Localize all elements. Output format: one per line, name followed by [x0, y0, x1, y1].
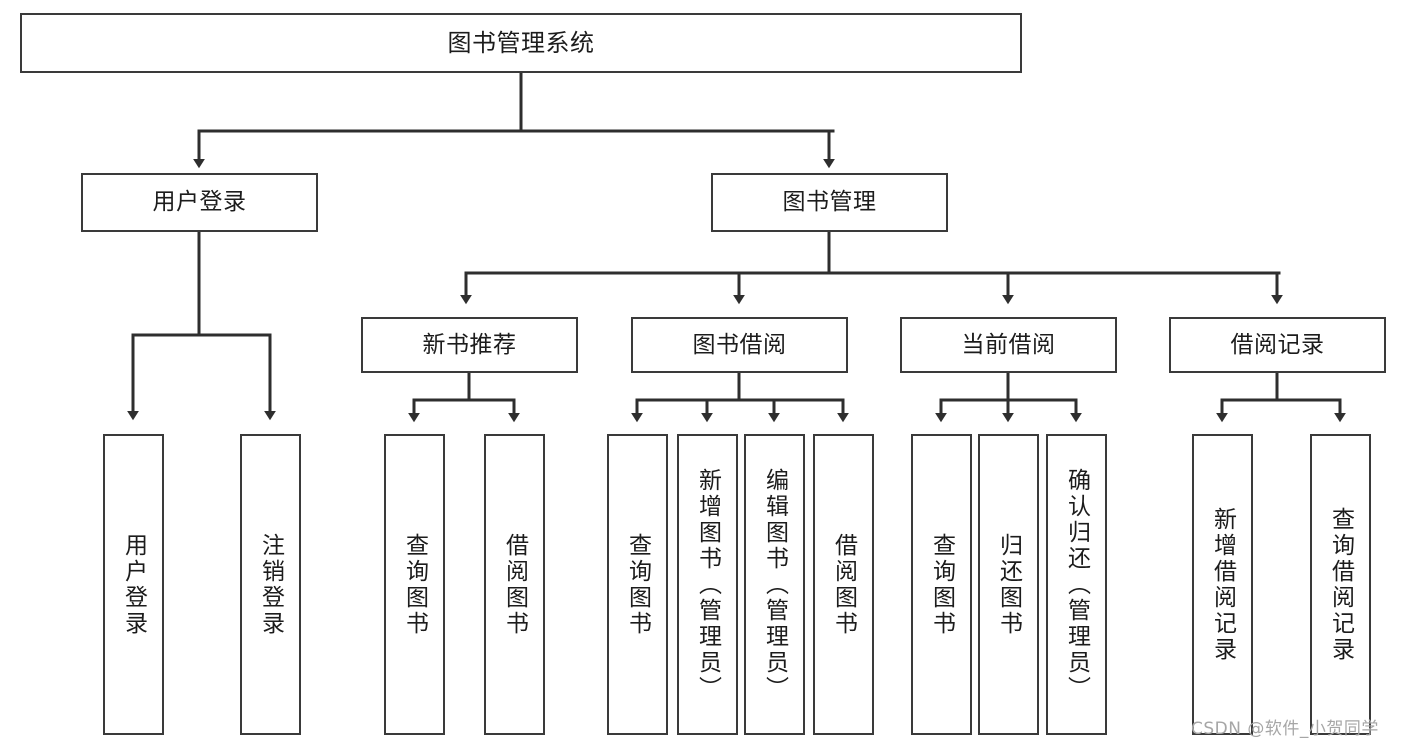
node-label: 查询图书	[928, 532, 955, 637]
node-current-borrow[interactable]: 当前借阅	[900, 317, 1117, 373]
node-user-login[interactable]: 用户登录	[81, 173, 318, 232]
leaf-edit-book-admin[interactable]: 编辑图书（管理员）	[744, 434, 805, 735]
node-book-management[interactable]: 图书管理	[711, 173, 948, 232]
node-label: 确认归还（管理员）	[1063, 467, 1090, 702]
node-label: 借阅记录	[1230, 331, 1325, 358]
node-label: 新书推荐	[422, 331, 517, 358]
node-label: 编辑图书（管理员）	[761, 467, 788, 702]
node-root-book-management-system[interactable]: 图书管理系统	[20, 13, 1022, 73]
leaf-borrow-book[interactable]: 借阅图书	[813, 434, 874, 735]
node-label: 图书管理系统	[447, 29, 595, 57]
node-label: 借阅图书	[501, 532, 528, 637]
node-label: 用户登录	[152, 189, 247, 216]
leaf-query-book-current[interactable]: 查询图书	[911, 434, 972, 735]
leaf-borrow-book-recommend[interactable]: 借阅图书	[484, 434, 545, 735]
leaf-user-login[interactable]: 用户登录	[103, 434, 164, 735]
node-book-borrow[interactable]: 图书借阅	[631, 317, 848, 373]
leaf-confirm-return-admin[interactable]: 确认归还（管理员）	[1046, 434, 1107, 735]
leaf-query-book-borrow[interactable]: 查询图书	[607, 434, 668, 735]
node-label: 借阅图书	[830, 532, 857, 637]
node-label: 图书管理	[782, 189, 877, 216]
node-label: 用户登录	[120, 532, 147, 637]
node-label: 新增借阅记录	[1209, 506, 1236, 663]
node-label: 新增图书（管理员）	[694, 467, 721, 702]
csdn-watermark: CSDN @软件_小贺同学	[1191, 719, 1379, 739]
node-borrow-record[interactable]: 借阅记录	[1169, 317, 1386, 373]
node-label: 查询借阅记录	[1327, 506, 1354, 663]
leaf-query-book-recommend[interactable]: 查询图书	[384, 434, 445, 735]
leaf-query-borrow-record[interactable]: 查询借阅记录	[1310, 434, 1371, 735]
leaf-add-borrow-record[interactable]: 新增借阅记录	[1192, 434, 1253, 735]
node-label: 图书借阅	[692, 331, 787, 358]
node-label: 归还图书	[995, 532, 1022, 637]
node-label: 注销登录	[257, 532, 284, 637]
node-label: 查询图书	[401, 532, 428, 637]
leaf-add-book-admin[interactable]: 新增图书（管理员）	[677, 434, 738, 735]
node-label: 当前借阅	[961, 331, 1056, 358]
leaf-logout[interactable]: 注销登录	[240, 434, 301, 735]
node-label: 查询图书	[624, 532, 651, 637]
node-new-book-recommend[interactable]: 新书推荐	[361, 317, 578, 373]
leaf-return-book[interactable]: 归还图书	[978, 434, 1039, 735]
